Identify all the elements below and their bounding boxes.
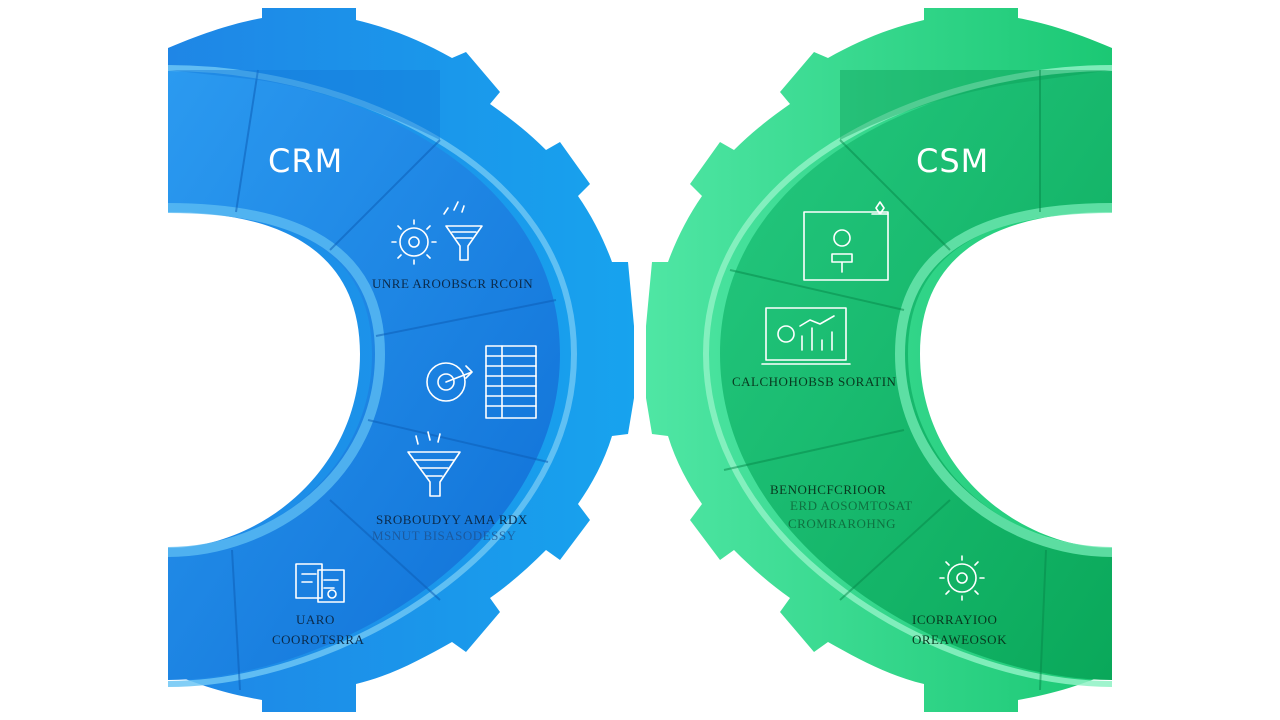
gear-icon: [939, 555, 985, 601]
csm-segment-2-label: CALCHOHOBSB SORATIN: [732, 374, 897, 389]
csm-segment-1: [803, 201, 889, 281]
crm-gear-rim: [167, 65, 578, 687]
crm-gear-inner-rim: [167, 203, 386, 557]
csm-gear-rim: [702, 65, 1113, 687]
csm-segment-3-sublabel-2: CROMRAROHNG: [788, 516, 896, 531]
csm-gear: CSM CALCHOHOBSB SORATIN BENOHCFCRIOO: [646, 8, 1113, 712]
csm-segment-4-label: ICORRAYIOO: [912, 612, 997, 627]
funnel-icon: [407, 431, 461, 497]
crm-gear: CRM UNRE AROOBSCR RCOIN: [167, 8, 634, 712]
csm-segment-3-sublabel: ERD AOSOMTOSAT: [790, 498, 913, 513]
crm-segment-1-label: UNRE AROOBSCR RCOIN: [372, 276, 533, 291]
crm-segment-2: [426, 345, 537, 419]
csm-segment-4: ICORRAYIOO OREAWEOSOK: [912, 555, 1007, 647]
csm-top-band: [840, 70, 1112, 140]
crm-top-band: [168, 70, 440, 140]
crm-segment-1: UNRE AROOBSCR RCOIN: [372, 201, 533, 291]
csm-title: CSM: [916, 142, 989, 180]
presentation-board-icon: [803, 201, 889, 281]
crm-segment-4-label: UARO: [296, 612, 335, 627]
crm-segment-3: SROBOUDYY AMA RDX MSNUT BISASODESSY: [372, 431, 528, 543]
csm-segment-4-sublabel: OREAWEOSOK: [912, 632, 1007, 647]
crm-segment-dividers: [231, 69, 557, 691]
csm-segment-3-label: BENOHCFCRIOOR: [770, 482, 886, 497]
crm-segment-4: UARO COOROTSRRA: [272, 563, 365, 647]
crm-segment-3-sublabel: MSNUT BISASODESSY: [372, 528, 517, 543]
crm-segment-3-label: SROBOUDYY AMA RDX: [376, 512, 528, 527]
target-table-icon: [426, 345, 537, 419]
gear-funnel-icon: [391, 201, 483, 265]
crm-segment-4-sublabel: COOROTSRRA: [272, 632, 365, 647]
analytics-dashboard-icon: [761, 307, 851, 365]
documents-icon: [295, 563, 345, 603]
csm-gear-inner-rim: [894, 203, 1113, 557]
csm-segment-dividers: [723, 70, 1047, 691]
crm-title: CRM: [268, 142, 343, 180]
csm-segment-2: CALCHOHOBSB SORATIN: [732, 307, 897, 389]
csm-segment-3: BENOHCFCRIOOR ERD AOSOMTOSAT CROMRAROHNG: [770, 482, 913, 531]
